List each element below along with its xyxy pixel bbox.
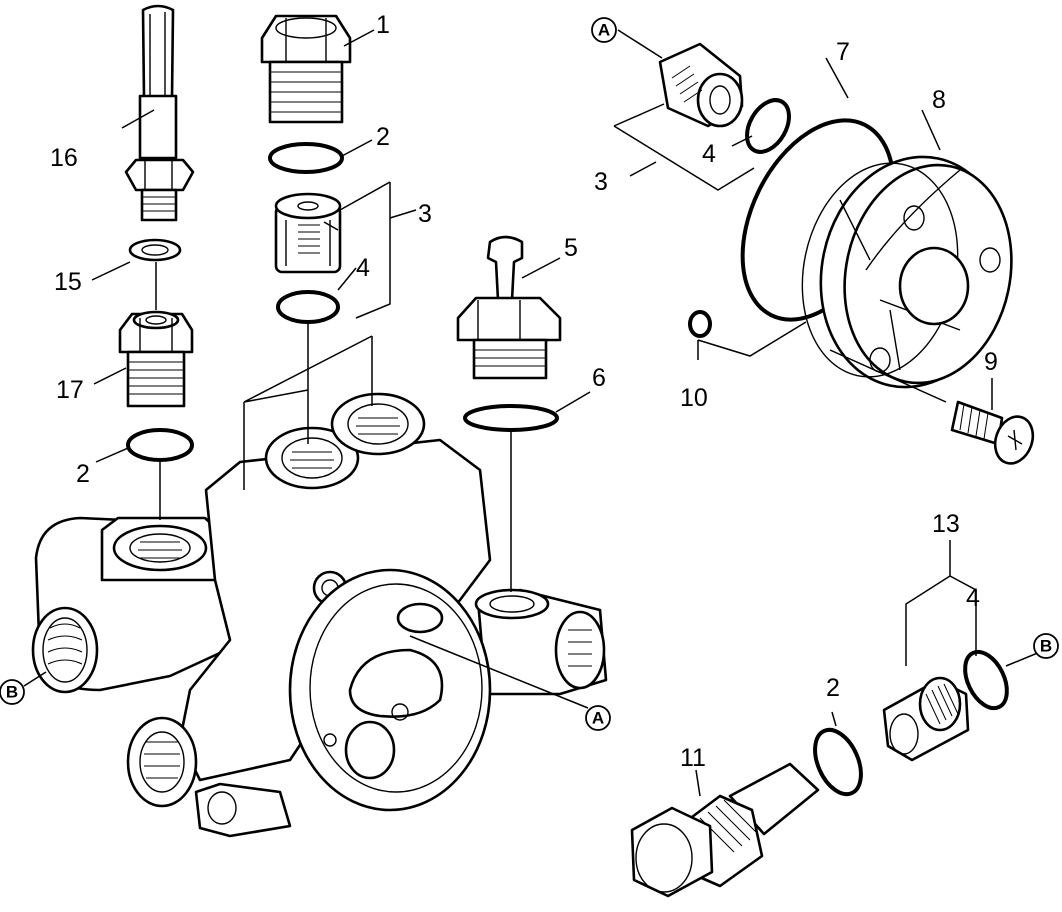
part-17-adapter	[118, 310, 194, 408]
callout-7: 7	[836, 38, 850, 66]
callout-2-top: 2	[376, 123, 390, 151]
callout-2-lower-right: 2	[826, 674, 840, 702]
ref-marker-b-right: B	[1033, 633, 1059, 659]
callout-4-top-right: 4	[702, 140, 716, 168]
part-6-o-ring	[463, 404, 559, 432]
callout-17: 17	[56, 376, 84, 404]
part-3-valve-cage-top-right	[658, 42, 744, 128]
ref-marker-a-top: A	[591, 17, 617, 43]
callout-4-middle: 4	[356, 254, 370, 282]
part-2-o-ring-top	[268, 142, 344, 174]
part-3-valve-cage	[274, 192, 342, 274]
part-10-small-o-ring	[688, 310, 712, 338]
callout-2-left: 2	[76, 460, 90, 488]
callout-5: 5	[564, 234, 578, 262]
part-16-pipe-fitting	[124, 4, 195, 222]
pump-head-body	[31, 392, 608, 838]
part-9-screw	[950, 400, 1035, 465]
ref-marker-b-left: B	[0, 679, 25, 705]
leader-lines	[23, 29, 1041, 797]
part-2-o-ring-lower-right	[813, 727, 863, 797]
callout-1: 1	[376, 11, 390, 39]
ref-marker-a-body: A	[585, 705, 611, 731]
part-4-o-ring-lower-right	[963, 649, 1009, 711]
part-2-o-ring-left	[126, 428, 194, 462]
part-8-cover	[801, 155, 1013, 389]
part-1-plug	[260, 14, 352, 124]
svg-text:A: A	[592, 709, 604, 728]
callout-16: 16	[50, 144, 78, 172]
callout-8: 8	[932, 86, 946, 114]
callout-11: 11	[680, 744, 706, 772]
callout-6: 6	[592, 364, 606, 392]
svg-text:A: A	[598, 21, 610, 40]
part-4-o-ring-middle	[276, 290, 340, 324]
part-11-plug	[630, 762, 820, 898]
callout-13: 13	[932, 510, 960, 538]
part-5-hose-nozzle	[456, 235, 562, 380]
callout-3-top-right: 3	[594, 168, 608, 196]
callout-15: 15	[54, 268, 82, 296]
part-13-valve-cage	[882, 676, 970, 762]
svg-text:B: B	[6, 683, 18, 702]
callout-9: 9	[984, 348, 998, 376]
svg-text:B: B	[1040, 637, 1052, 656]
callout-4-lower-right: 4	[966, 584, 980, 612]
callout-10: 10	[680, 384, 708, 412]
part-4-o-ring-top-right	[745, 98, 791, 154]
part-15-washer	[128, 238, 182, 262]
callout-3-middle: 3	[418, 200, 432, 228]
